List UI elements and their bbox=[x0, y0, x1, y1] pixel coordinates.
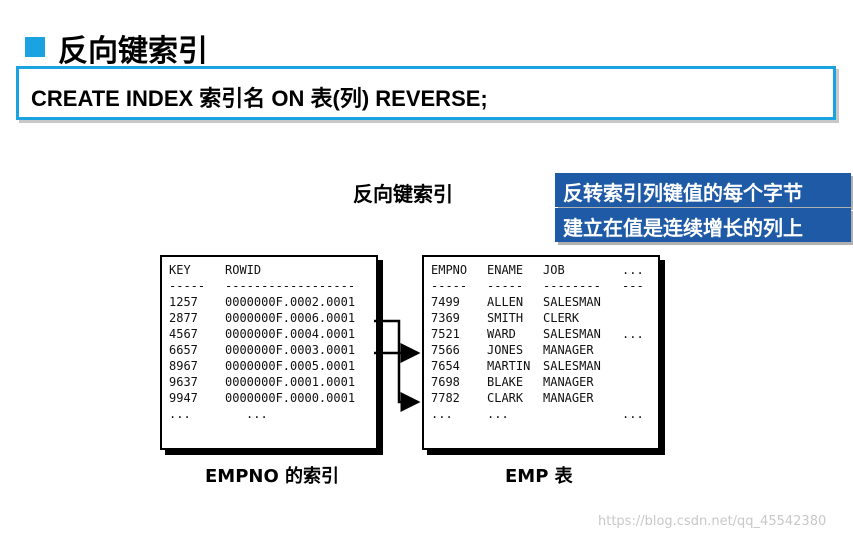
emp-header-job: JOB bbox=[543, 263, 565, 277]
emp-header-empno: EMPNO bbox=[431, 263, 468, 277]
emp-row-ename: ALLEN bbox=[487, 295, 524, 309]
emp-caption: EMP 表 bbox=[505, 466, 573, 487]
title-bullet-icon bbox=[25, 37, 45, 57]
emp-row-empno: 7521 bbox=[431, 327, 460, 341]
emp-row-empno: 7369 bbox=[431, 311, 460, 325]
emp-row-job: CLERK bbox=[543, 311, 580, 325]
emp-dash-more: --- bbox=[622, 279, 644, 293]
index-table-panel: KEY ROWID ----- ------------------ 1257 … bbox=[160, 255, 378, 450]
index-row-key: 1257 bbox=[169, 295, 198, 309]
emp-row-job: SALESMAN bbox=[543, 295, 601, 309]
callout-sequential-column: 建立在值是连续增长的列上 bbox=[555, 208, 851, 242]
page-title: 反向键索引 bbox=[58, 34, 208, 69]
emp-row-empno: 7499 bbox=[431, 295, 460, 309]
index-row-rowid: ... bbox=[246, 407, 268, 421]
emp-dash-ename: ----- bbox=[487, 279, 524, 293]
emp-dash-job: -------- bbox=[543, 279, 601, 293]
emp-row-job: SALESMAN bbox=[543, 359, 601, 373]
emp-row-job: MANAGER bbox=[543, 391, 594, 405]
emp-row-ename: ... bbox=[487, 407, 509, 421]
diagram-title: 反向键索引 bbox=[353, 182, 453, 206]
emp-row-job: MANAGER bbox=[543, 343, 594, 357]
emp-row-ename: MARTIN bbox=[487, 359, 531, 373]
emp-row-ename: CLARK bbox=[487, 391, 524, 405]
emp-row-ename: BLAKE bbox=[487, 375, 524, 389]
index-row-rowid: 0000000F.0005.0001 bbox=[225, 359, 356, 373]
index-dash-rowid: ------------------ bbox=[225, 279, 356, 293]
emp-row-ename: WARD bbox=[487, 327, 516, 341]
watermark: https://blog.csdn.net/qq_45542380 bbox=[598, 514, 827, 529]
index-header-key: KEY bbox=[169, 263, 191, 277]
index-row-key: ... bbox=[169, 407, 191, 421]
arrow-to-7566 bbox=[374, 319, 421, 363]
emp-row-empno: 7698 bbox=[431, 375, 460, 389]
index-row-key: 6657 bbox=[169, 343, 198, 357]
index-row-key: 2877 bbox=[169, 311, 198, 325]
emp-row-job: MANAGER bbox=[543, 375, 594, 389]
index-row-rowid: 0000000F.0003.0001 bbox=[225, 343, 356, 357]
emp-header-ename: ENAME bbox=[487, 263, 524, 277]
emp-row-more: ... bbox=[622, 407, 644, 421]
index-row-key: 9947 bbox=[169, 391, 198, 405]
index-dash-key: ----- bbox=[169, 279, 206, 293]
emp-row-ename: SMITH bbox=[487, 311, 524, 325]
emp-dash-empno: ----- bbox=[431, 279, 468, 293]
index-row-rowid: 0000000F.0001.0001 bbox=[225, 375, 356, 389]
arrow-to-7782 bbox=[374, 351, 421, 412]
emp-row-job: SALESMAN bbox=[543, 327, 601, 341]
emp-row-empno: 7782 bbox=[431, 391, 460, 405]
emp-header-more: ... bbox=[622, 263, 644, 277]
index-row-key: 9637 bbox=[169, 375, 198, 389]
index-header-rowid: ROWID bbox=[225, 263, 262, 277]
emp-row-empno: ... bbox=[431, 407, 453, 421]
emp-row-empno: 7566 bbox=[431, 343, 460, 357]
emp-row-more: ... bbox=[622, 327, 644, 341]
emp-row-ename: JONES bbox=[487, 343, 524, 357]
index-caption: EMPNO 的索引 bbox=[205, 466, 340, 487]
index-row-rowid: 0000000F.0006.0001 bbox=[225, 311, 356, 325]
index-row-key: 8967 bbox=[169, 359, 198, 373]
syntax-box: CREATE INDEX 索引名 ON 表(列) REVERSE; bbox=[16, 66, 836, 120]
emp-table-panel: EMPNO ENAME JOB ... ----- ----- --------… bbox=[422, 255, 660, 450]
callout-reverse-bytes: 反转索引列键值的每个字节 bbox=[555, 173, 851, 207]
index-row-key: 4567 bbox=[169, 327, 198, 341]
index-row-rowid: 0000000F.0002.0001 bbox=[225, 295, 356, 309]
syntax-text: CREATE INDEX 索引名 ON 表(列) REVERSE; bbox=[31, 86, 488, 111]
index-row-rowid: 0000000F.0000.0001 bbox=[225, 391, 356, 405]
index-row-rowid: 0000000F.0004.0001 bbox=[225, 327, 356, 341]
emp-row-empno: 7654 bbox=[431, 359, 460, 373]
